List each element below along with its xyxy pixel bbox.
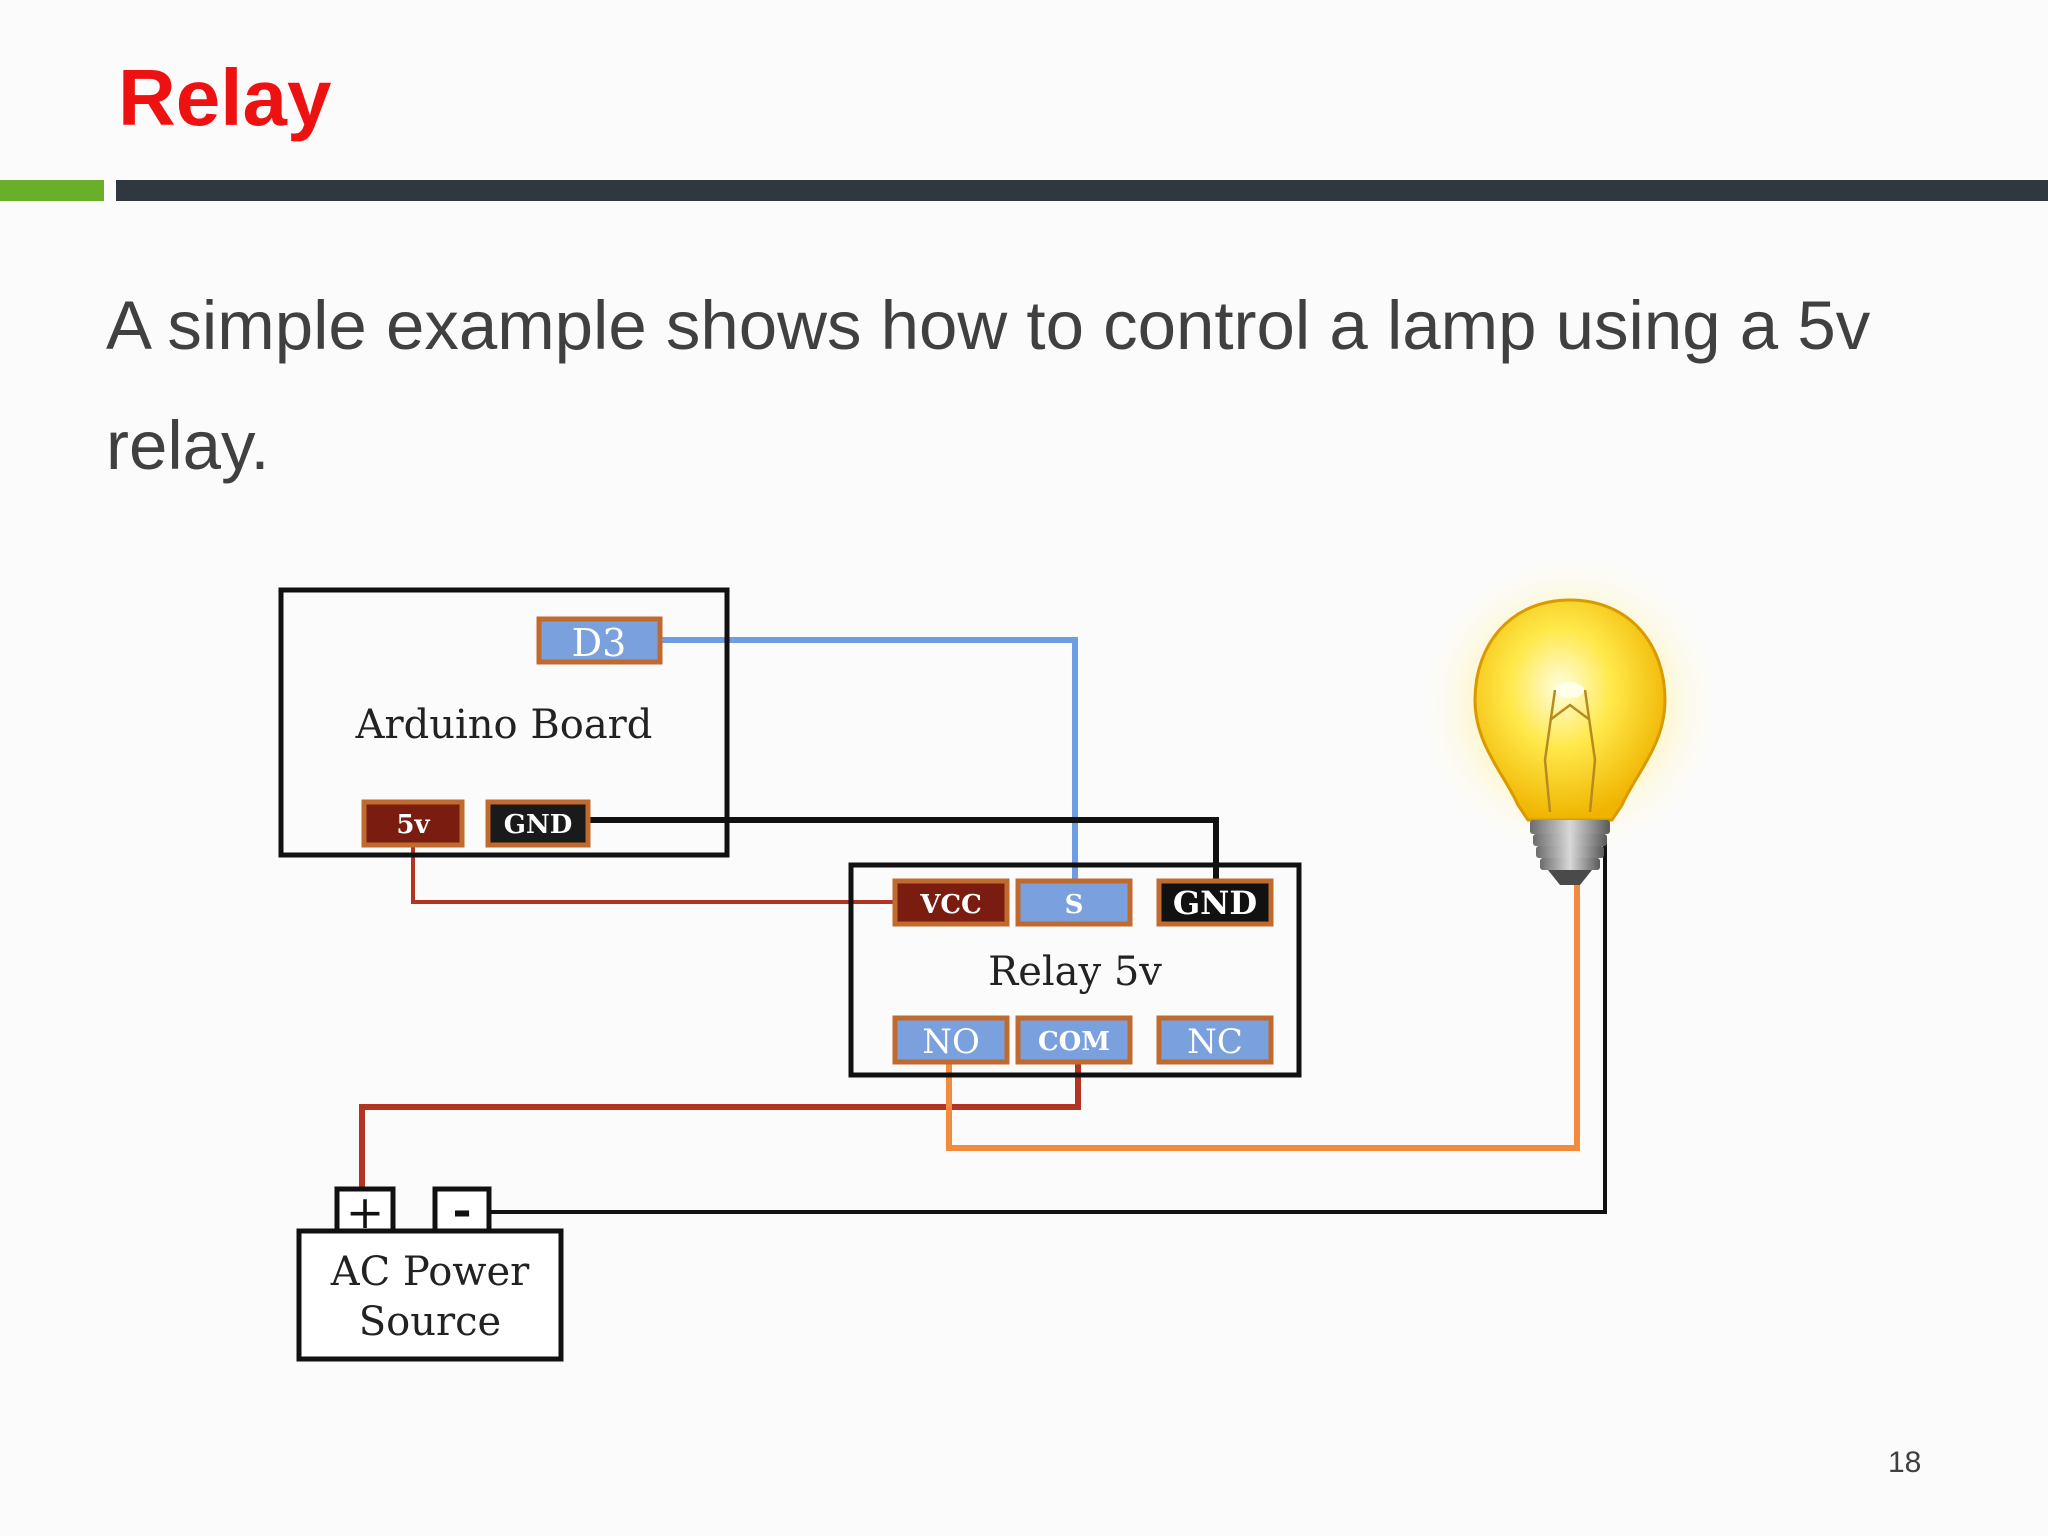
title-bar-accent bbox=[0, 180, 104, 201]
minus-terminal-label: - bbox=[452, 1183, 471, 1237]
pin-gnd-arduino bbox=[485, 799, 591, 848]
signal-wire bbox=[658, 637, 1078, 890]
slide-title: Relay bbox=[118, 53, 332, 142]
pin-5v bbox=[361, 799, 465, 848]
power-wire bbox=[411, 845, 895, 904]
pin-gnd-relay-label: GND bbox=[1173, 884, 1257, 922]
title-bar bbox=[116, 180, 2048, 201]
pin-com-label: COM bbox=[1038, 1027, 1110, 1057]
lamp-return-wire bbox=[490, 842, 1607, 1214]
pin-nc-label: NC bbox=[1187, 1022, 1243, 1062]
ac-power-label-line1: AC Power bbox=[330, 1249, 530, 1295]
ac-power-label-line2: Source bbox=[359, 1299, 501, 1345]
light-bulb-icon bbox=[1420, 555, 1720, 885]
slide-body-text: A simple example shows how to control a … bbox=[106, 287, 1871, 484]
pin-s bbox=[1015, 878, 1133, 927]
pin-vcc-label: VCC bbox=[919, 890, 982, 920]
relay-label: Relay 5v bbox=[988, 949, 1162, 995]
com-wire bbox=[359, 1062, 1081, 1190]
no-to-lamp-wire bbox=[946, 885, 1580, 1151]
pin-no bbox=[892, 1015, 1010, 1065]
pin-s-label: S bbox=[1065, 890, 1084, 920]
page-number: 18 bbox=[1888, 1446, 1922, 1479]
pin-nc bbox=[1156, 1015, 1274, 1065]
relay-module bbox=[848, 862, 1302, 1078]
arduino-board bbox=[278, 587, 730, 858]
ac-power-source bbox=[296, 1228, 564, 1362]
arduino-label: Arduino Board bbox=[355, 702, 653, 748]
pin-d3 bbox=[536, 616, 663, 665]
minus-terminal bbox=[432, 1186, 492, 1234]
pin-vcc bbox=[892, 878, 1010, 927]
pin-gnd-relay bbox=[1156, 878, 1274, 927]
pin-gnd-arduino-label: GND bbox=[504, 810, 573, 840]
pin-com bbox=[1015, 1015, 1133, 1065]
pin-no-label: NO bbox=[922, 1022, 980, 1062]
pin-d3-label: D3 bbox=[572, 621, 627, 665]
pin-5v-label: 5v bbox=[396, 810, 430, 840]
